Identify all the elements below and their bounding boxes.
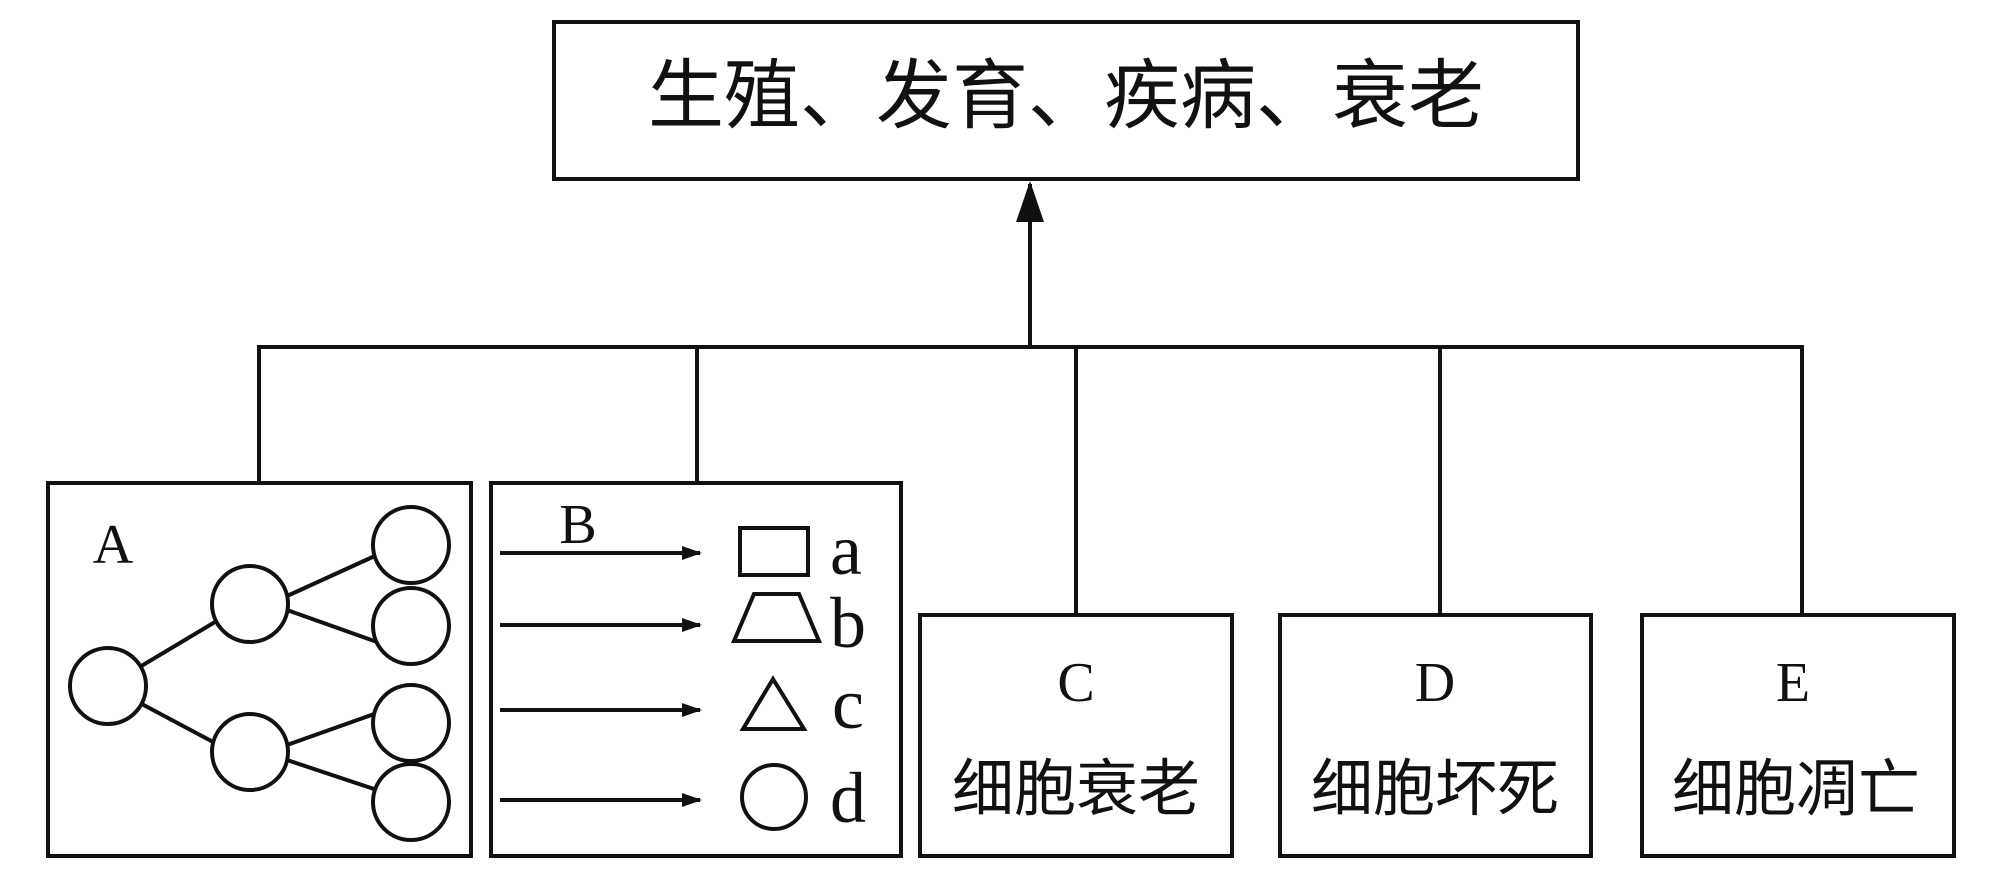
- tree-branch: [137, 700, 216, 745]
- granddaughter-cell-icon: [371, 586, 451, 666]
- panel-d-letter: D: [1415, 652, 1455, 714]
- tree-branch: [286, 608, 378, 644]
- tree-branch: [136, 620, 217, 670]
- panel-b-letter: B: [559, 494, 596, 556]
- item-label-a: a: [830, 510, 862, 590]
- panel-c-border: [918, 613, 1234, 858]
- upward-arrow: [1016, 181, 1044, 347]
- panel-c-letter: C: [1057, 652, 1094, 714]
- trapezoid-cell-icon: [730, 592, 823, 643]
- tree-branch: [286, 758, 378, 792]
- title-text: 生殖、发育、疾病、衰老: [648, 51, 1484, 140]
- panel-b: B a b c d: [489, 481, 903, 858]
- item-label-c: c: [832, 664, 864, 744]
- connector-lines: [257, 345, 1804, 615]
- arrow-head-icon: [1016, 181, 1044, 222]
- cell-division-tree: [68, 505, 451, 842]
- differentiation-row-c: c: [500, 664, 864, 744]
- panel-e-letter: E: [1776, 652, 1810, 714]
- panel-e: E 细胞凋亡: [1640, 613, 1956, 858]
- rectangle-cell-icon: [738, 526, 810, 577]
- circle-cell-icon: [740, 763, 808, 831]
- granddaughter-cell-icon: [371, 683, 451, 763]
- panel-d-border: [1278, 613, 1593, 858]
- panel-e-label: 细胞凋亡: [1672, 752, 1920, 825]
- panel-d-label: 细胞坏死: [1311, 752, 1559, 825]
- item-label-b: b: [830, 583, 866, 663]
- tree-branch: [286, 553, 378, 598]
- parent-cell-icon: [68, 646, 148, 726]
- tree-branch: [286, 711, 378, 747]
- title-box-border: [552, 20, 1580, 181]
- panel-a: A: [46, 481, 473, 858]
- title-box: 生殖、发育、疾病、衰老: [552, 20, 1580, 181]
- item-label-d: d: [830, 758, 866, 838]
- differentiation-row-b: b: [500, 583, 866, 663]
- granddaughter-cell-icon: [371, 505, 451, 585]
- granddaughter-cell-icon: [371, 762, 451, 842]
- panel-e-border: [1640, 613, 1956, 858]
- daughter-cell-icon: [210, 712, 290, 792]
- triangle-cell-icon: [739, 675, 808, 731]
- daughter-cell-icon: [210, 564, 290, 644]
- differentiation-row-a: a: [500, 510, 862, 590]
- differentiation-row-d: d: [500, 758, 866, 838]
- panel-c-label: 细胞衰老: [952, 752, 1200, 825]
- panel-d: D 细胞坏死: [1278, 613, 1593, 858]
- panel-c: C 细胞衰老: [918, 613, 1234, 858]
- panel-a-letter: A: [93, 514, 134, 576]
